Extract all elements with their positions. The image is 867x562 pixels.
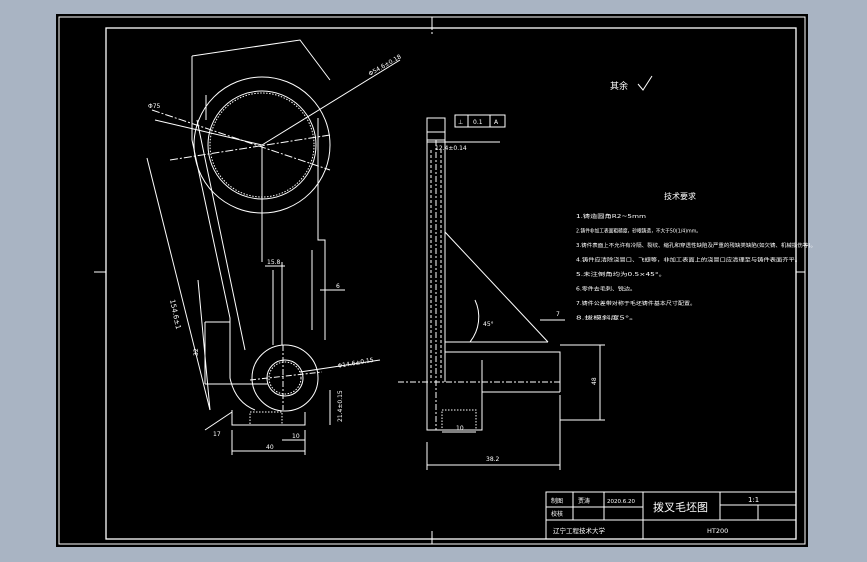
- centering-marks: [94, 17, 805, 544]
- inner-frame: [105, 27, 797, 540]
- title-block-text: 制图 贾涛 2020.6.20 校核 拨叉毛坯图 1:1 辽宁工程技术大学 HT…: [551, 496, 759, 535]
- tech-requirement-item: 3.铸件表面上不允许有冷隔、裂纹、缩孔和穿透性缺陷及严重的残缺类缺陷(如欠铸、机…: [576, 241, 816, 249]
- dim-boss-dia: 48: [591, 377, 598, 385]
- scale: 1:1: [748, 496, 759, 504]
- material: HT200: [707, 527, 728, 535]
- tech-requirements-heading: 技术要求: [664, 191, 696, 201]
- dim-bottom-40: 40: [266, 444, 274, 451]
- dim-overall-width: 38.2: [486, 456, 500, 463]
- drafter-name: 贾涛: [578, 497, 590, 505]
- drawing-sheet: [56, 14, 808, 547]
- tech-requirement-item: 7.铸件公差带对称于毛坯铸件基本尺寸配置。: [576, 299, 696, 307]
- front-view: [146, 39, 401, 455]
- checker-label: 校核: [551, 510, 563, 518]
- tech-requirement-item: 1.铸造圆角R2~5mm: [576, 212, 646, 220]
- dim-web-width: 15.8: [267, 259, 281, 266]
- roughness-symbol-icon: [637, 75, 653, 91]
- dim-d-top-outer: Φ75: [148, 103, 161, 110]
- tech-requirement-item: 2.铸件非加工表面粗糙度，砂眼铸造，不大于50(1/4)mm。: [576, 227, 701, 235]
- school: 辽宁工程技术大学: [553, 526, 606, 535]
- dim-lower-height: 32: [193, 348, 200, 356]
- tech-requirements: 技术要求 1.铸造圆角R2~5mm 2.铸件非加工表面粗糙度，砂眼铸造，不大于50…: [576, 191, 816, 322]
- dim-side-width: 12.4±0.14: [435, 145, 467, 152]
- side-view: [398, 114, 605, 470]
- dim-angle-17: 17: [213, 431, 221, 438]
- drawing-title: 拨叉毛坯图: [653, 500, 708, 514]
- dim-bottom-10: 10: [292, 433, 300, 440]
- tech-requirement-item: 6.零件去毛刺、锐边。: [576, 285, 636, 293]
- tol-frame-symbol: ⊥: [458, 119, 463, 126]
- dim-right-7: 7: [556, 311, 560, 318]
- tech-requirement-item: 5.未注倒角均为0.5×45°。: [576, 270, 666, 278]
- dim-boss-height: 21.4±0.15: [337, 390, 344, 422]
- roughness-note: 其余: [610, 80, 628, 92]
- drafter-label: 制图: [551, 497, 563, 505]
- tol-frame-value: 0.1: [473, 119, 483, 126]
- dim-side-10: 10: [456, 425, 464, 432]
- dim-offset-6: 6: [336, 283, 340, 290]
- title-block: [545, 491, 797, 540]
- tol-frame-ref: A: [494, 119, 499, 126]
- dim-angle-45: 45°: [483, 321, 494, 328]
- tech-requirement-item: 4.铸件应清除浇冒口、飞翅等，非加工表面上的浇冒口应清理至与铸件表面齐平。: [576, 256, 801, 264]
- date: 2020.6.20: [607, 499, 635, 505]
- tech-requirement-item: 8.拔模斜度5°。: [576, 314, 638, 322]
